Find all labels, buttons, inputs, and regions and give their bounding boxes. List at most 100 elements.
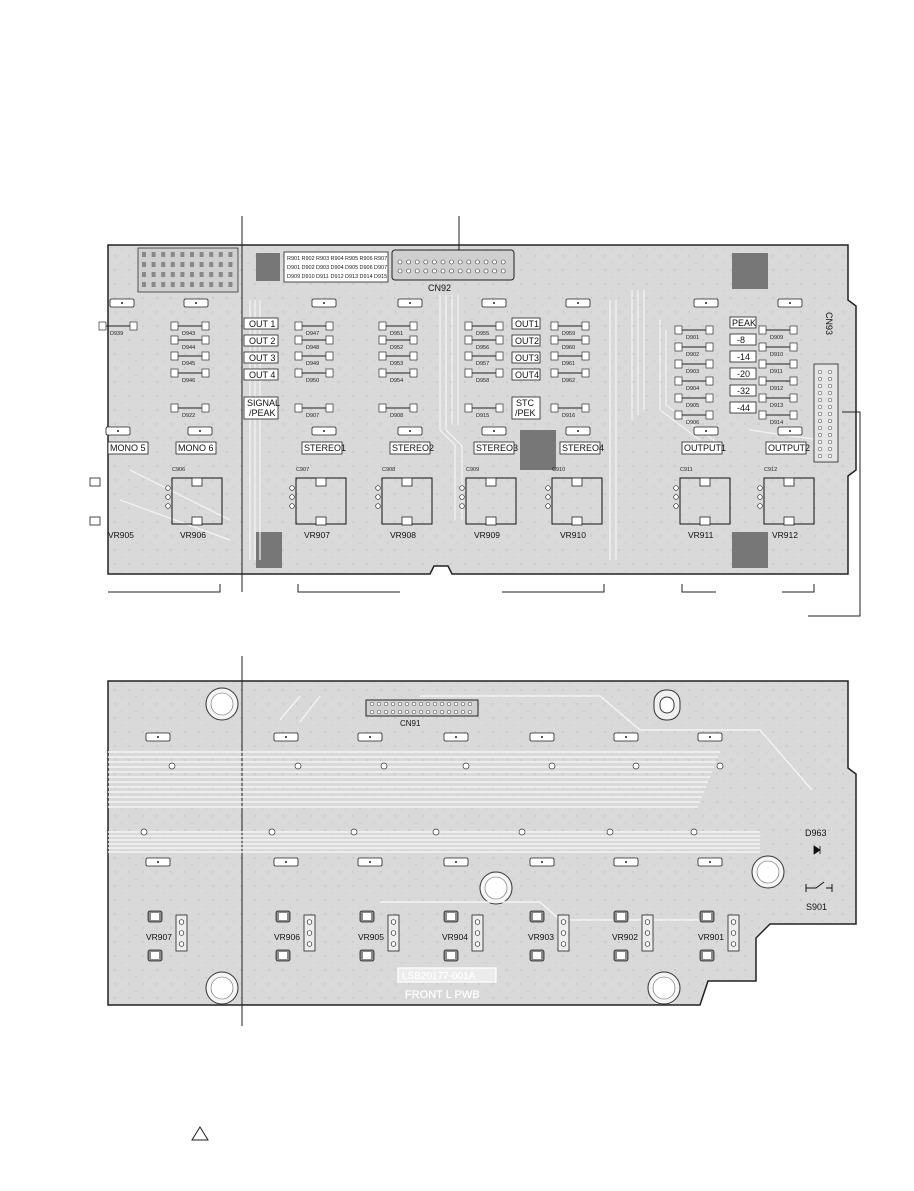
- pot-pin: [571, 516, 583, 526]
- led-pad: [378, 368, 387, 378]
- led-pad: [758, 325, 767, 335]
- cn91-pins: [369, 701, 473, 715]
- ref-grid-cell: R906: [360, 256, 373, 262]
- pot-label: VR911: [688, 530, 714, 540]
- pin: [817, 376, 823, 382]
- pot-lead: [673, 485, 679, 491]
- pot-lead: [165, 485, 171, 491]
- stereo-out-box: [511, 351, 541, 364]
- out-label: OUT 2: [249, 336, 275, 346]
- led-label: D958: [476, 378, 489, 384]
- slot-dot: [541, 736, 543, 738]
- smd-pad: [180, 272, 185, 277]
- via: [432, 828, 440, 836]
- pin: [449, 259, 454, 265]
- pin: [817, 397, 823, 403]
- slot-dot: [705, 430, 707, 432]
- out-label-box: [243, 351, 279, 364]
- mount-hole-inner: [484, 876, 508, 900]
- pot-pad-inner: [363, 913, 371, 920]
- led-pad: [705, 359, 714, 369]
- peak-label: -8: [737, 335, 745, 345]
- slot-dot: [409, 302, 411, 304]
- pot-lead: [289, 494, 295, 500]
- pin: [457, 259, 463, 265]
- pin: [827, 411, 833, 417]
- led-label: D902: [686, 352, 699, 358]
- pot-pad-inner: [533, 913, 541, 920]
- led-pad: [674, 342, 683, 352]
- slot-dot: [157, 861, 159, 863]
- out-label-box: [243, 334, 279, 347]
- bottom-slot-pads: [145, 732, 723, 867]
- pot-label: VR912: [772, 530, 798, 540]
- pin: [423, 268, 429, 274]
- pin: [827, 418, 833, 424]
- ref-grid-cell: D901: [287, 265, 300, 271]
- pin: [453, 709, 459, 715]
- stereo-out-label: OUT1: [515, 319, 539, 329]
- pot-pin: [485, 516, 497, 526]
- smd-pad: [199, 262, 204, 267]
- cap-label: C906: [172, 467, 185, 473]
- pot-pad-inner: [151, 952, 159, 959]
- led-pad: [325, 321, 334, 331]
- led-label: D960: [562, 345, 575, 351]
- pin: [406, 268, 411, 274]
- slot-dot: [369, 861, 371, 863]
- smd-pad: [199, 282, 204, 287]
- smd-pad: [228, 262, 233, 267]
- led-label: D912: [770, 386, 783, 392]
- pot-label: VR901: [698, 932, 724, 942]
- pin: [383, 709, 389, 715]
- pin: [425, 701, 431, 707]
- slot-dot: [493, 302, 495, 304]
- pin: [827, 446, 833, 452]
- led-label: D916: [562, 413, 575, 419]
- pin: [827, 404, 833, 410]
- pot-pad-inner: [279, 913, 287, 920]
- pin: [376, 709, 382, 715]
- cn92-pins: [397, 259, 506, 274]
- led-pad: [758, 359, 767, 369]
- pin: [492, 259, 497, 265]
- channel-label: STEREO1: [304, 443, 346, 453]
- smd-pad: [151, 262, 156, 267]
- pot-lead: [165, 494, 171, 500]
- smd-pad: [142, 252, 146, 257]
- peak-label: -32: [737, 386, 750, 396]
- led-pad: [378, 351, 387, 361]
- dark-pad: [520, 430, 556, 470]
- stc-pek-box: [511, 396, 541, 420]
- pin: [827, 453, 833, 459]
- pin: [817, 390, 823, 396]
- pot-lead: [375, 485, 381, 491]
- via: [548, 762, 556, 770]
- pin: [369, 701, 375, 707]
- pin: [817, 446, 823, 452]
- pin: [817, 453, 823, 459]
- slot-dot: [455, 736, 457, 738]
- pot-pin: [401, 516, 413, 526]
- led-pad: [378, 403, 387, 413]
- led-pad: [409, 351, 418, 361]
- mount-hole-inner: [652, 976, 676, 1000]
- led-label: D913: [770, 403, 783, 409]
- led-pad: [758, 410, 767, 420]
- pot-lead: [545, 503, 551, 509]
- smd-pad: [209, 282, 214, 287]
- pot-label: VR903: [528, 932, 554, 942]
- pin: [439, 701, 445, 707]
- slot-dot: [199, 430, 201, 432]
- led-label: D939: [110, 331, 123, 337]
- slot-dot: [195, 302, 197, 304]
- pin: [414, 268, 420, 274]
- pin: [817, 432, 823, 438]
- pot-lead: [306, 930, 313, 936]
- pot-lead: [165, 503, 171, 509]
- out-label: OUT 1: [249, 319, 275, 329]
- pot-lead: [390, 941, 397, 947]
- pot-lead: [560, 919, 567, 925]
- top-ref-table: [283, 251, 389, 283]
